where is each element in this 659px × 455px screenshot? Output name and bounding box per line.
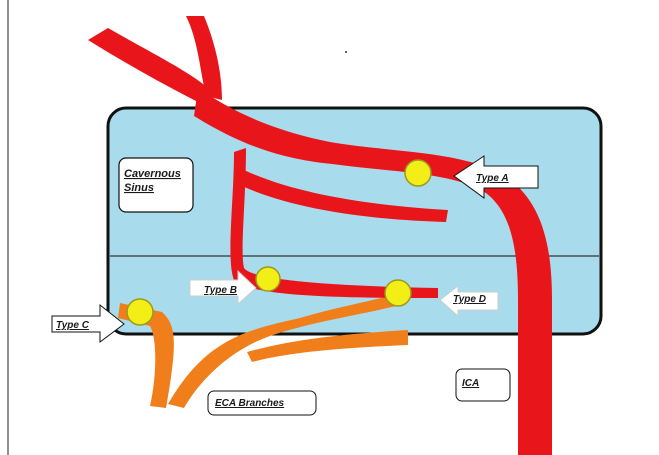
type-c-label: Type C <box>56 320 90 331</box>
type-a-label: Type A <box>476 173 509 184</box>
cavernous-sinus-label-line1: Cavernous <box>124 168 181 180</box>
ica-label: ICA <box>462 378 479 389</box>
fistula-type-d-marker <box>385 280 411 306</box>
type-b-label: Type B <box>204 285 237 296</box>
cavernous-sinus-label-line2: Sinus <box>124 182 154 194</box>
fistula-type-c-marker <box>127 299 153 325</box>
fistula-type-b-marker <box>256 267 280 291</box>
fistula-type-a-marker <box>405 160 431 186</box>
stray-dot <box>345 51 347 53</box>
eca-branches-label: ECA Branches <box>215 398 285 409</box>
type-d-label: Type D <box>453 294 486 305</box>
